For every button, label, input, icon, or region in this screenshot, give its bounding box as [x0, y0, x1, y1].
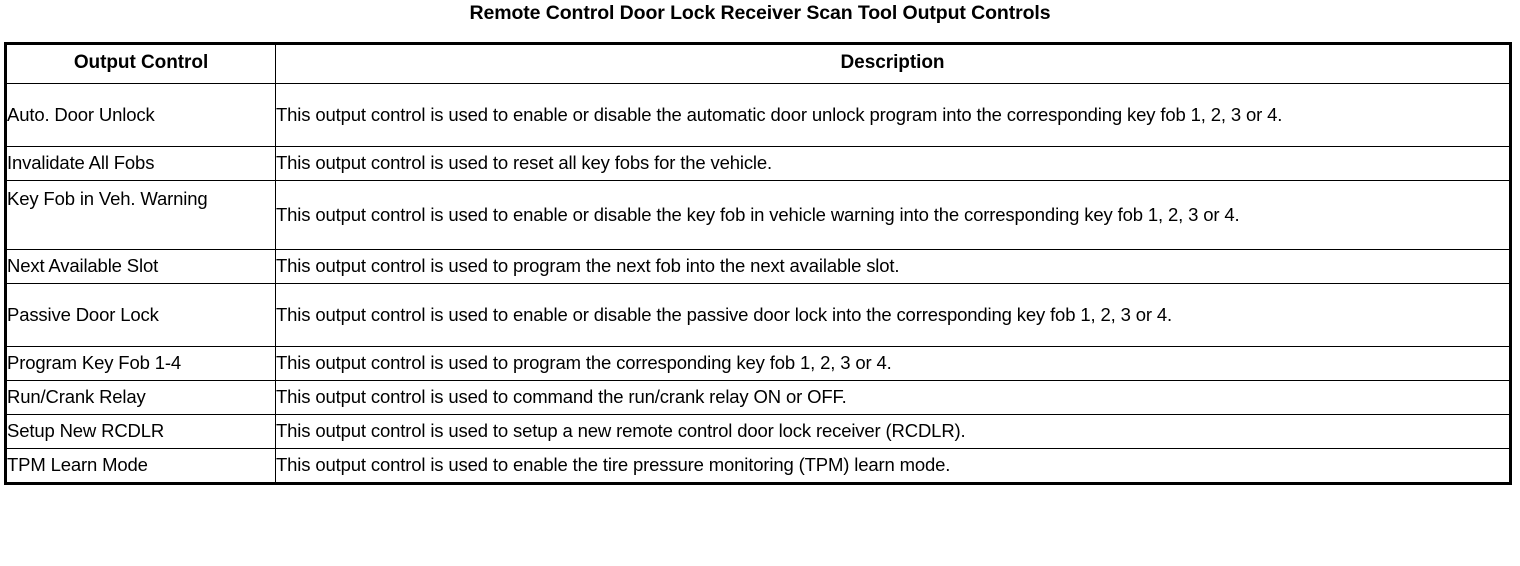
page-title: Remote Control Door Lock Receiver Scan T…	[469, 2, 1051, 24]
cell-output-control: Next Available Slot	[5, 248, 276, 284]
column-header-output-control: Output Control	[5, 42, 276, 84]
cell-output-control: Auto. Door Unlock	[5, 82, 276, 147]
cell-output-control: TPM Learn Mode	[5, 447, 276, 484]
table-row: Auto. Door Unlock This output control is…	[5, 82, 1511, 147]
cell-description: This output control is used to enable th…	[275, 447, 1511, 484]
cell-description: This output control is used to enable or…	[275, 282, 1511, 347]
cell-description: This output control is used to command t…	[275, 379, 1511, 415]
table-row: Next Available Slot This output control …	[5, 248, 1511, 284]
cell-description: This output control is used to reset all…	[275, 145, 1511, 181]
cell-output-control: Program Key Fob 1-4	[5, 345, 276, 381]
cell-description: This output control is used to enable or…	[275, 179, 1511, 250]
cell-description: This output control is used to program t…	[275, 248, 1511, 284]
table-header-row: Output Control Description	[5, 42, 1511, 84]
table-row: Run/Crank Relay This output control is u…	[5, 379, 1511, 415]
table-body: Auto. Door Unlock This output control is…	[5, 82, 1511, 484]
cell-output-control: Passive Door Lock	[5, 282, 276, 347]
table-container: Output Control Description Auto. Door Un…	[0, 24, 1520, 485]
cell-description: This output control is used to setup a n…	[275, 413, 1511, 449]
table-row: Invalidate All Fobs This output control …	[5, 145, 1511, 181]
table-row: TPM Learn Mode This output control is us…	[5, 447, 1511, 484]
table-header: Output Control Description	[5, 42, 1511, 84]
output-controls-table: Output Control Description Auto. Door Un…	[4, 41, 1512, 485]
cell-output-control: Setup New RCDLR	[5, 413, 276, 449]
table-row: Passive Door Lock This output control is…	[5, 282, 1511, 347]
cell-output-control: Invalidate All Fobs	[5, 145, 276, 181]
cell-description: This output control is used to enable or…	[275, 82, 1511, 147]
cell-description: This output control is used to program t…	[275, 345, 1511, 381]
column-header-description: Description	[275, 42, 1511, 84]
table-row: Key Fob in Veh. Warning This output cont…	[5, 179, 1511, 250]
cell-output-control: Key Fob in Veh. Warning	[5, 179, 276, 250]
table-row: Setup New RCDLR This output control is u…	[5, 413, 1511, 449]
table-row: Program Key Fob 1-4 This output control …	[5, 345, 1511, 381]
cell-output-control: Run/Crank Relay	[5, 379, 276, 415]
